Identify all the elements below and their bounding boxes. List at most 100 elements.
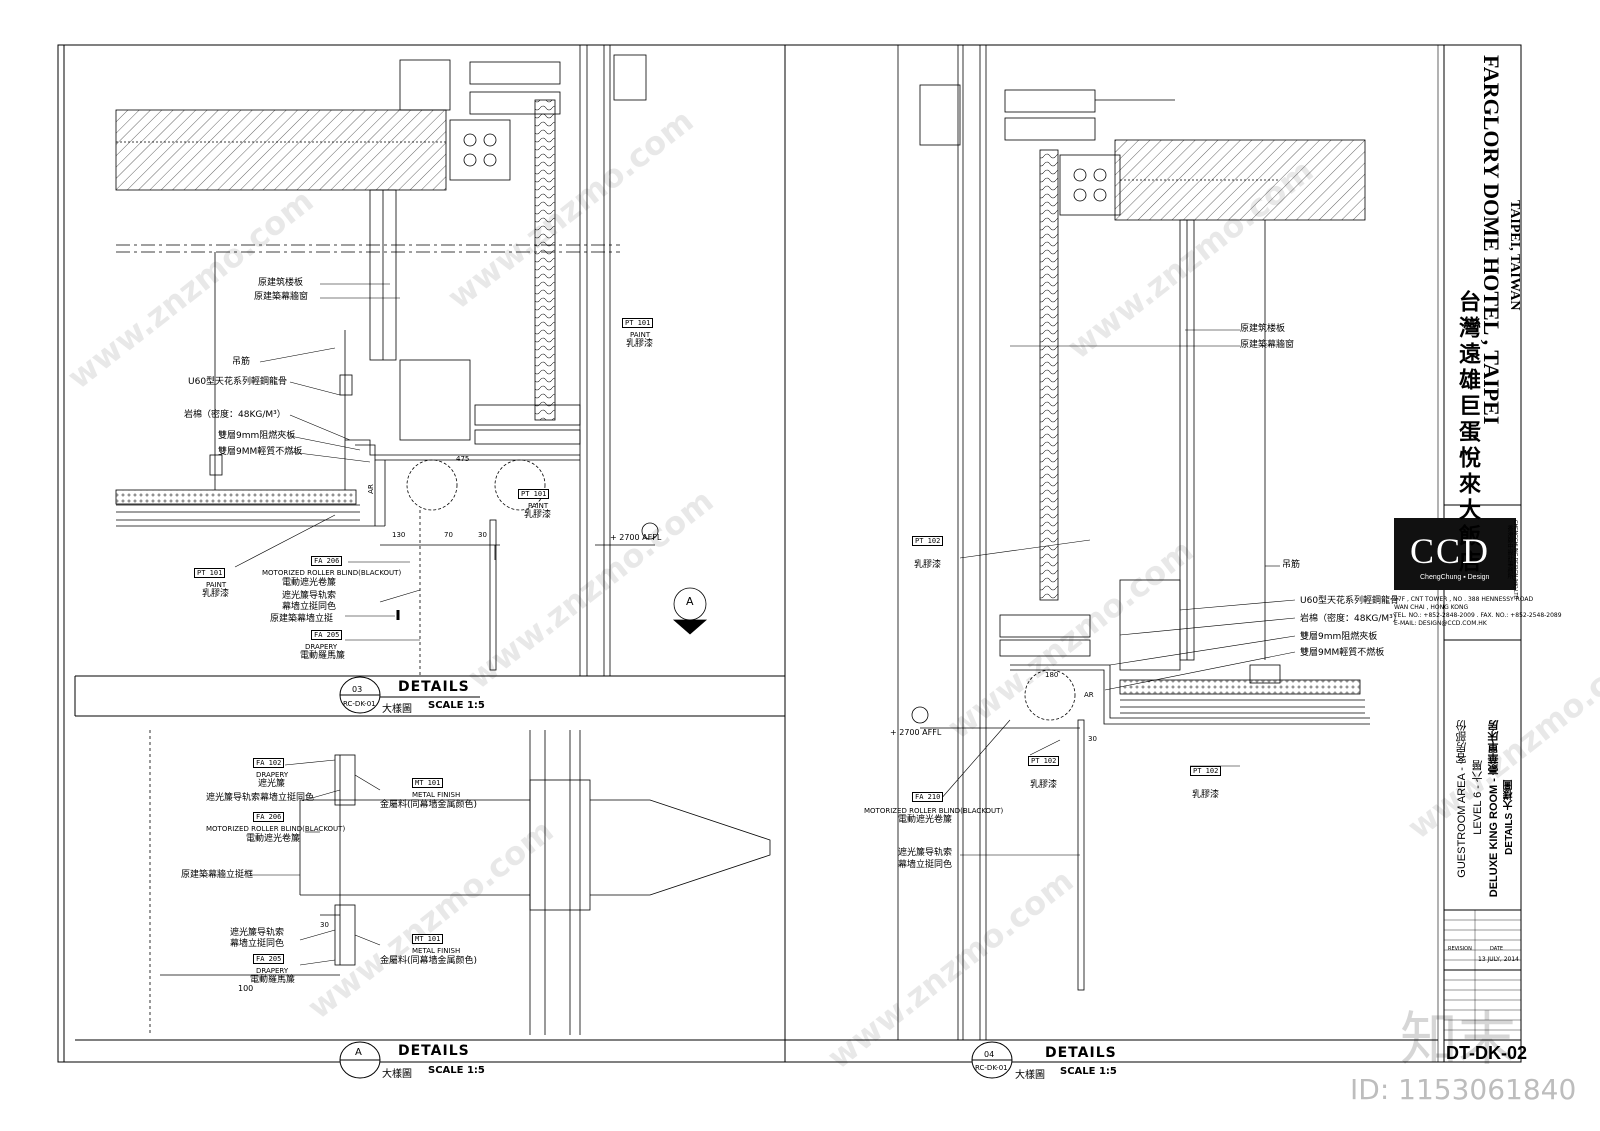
dim-30: 30 [478, 531, 487, 539]
label-curtain: 原建築幕牆窗 [254, 292, 309, 302]
drawing-level: LEVEL 6 - 六層 [1472, 760, 1484, 835]
tag-fa206: FA 206 [311, 556, 343, 566]
detail-04-zh: 大樣圖 [1015, 1070, 1045, 1081]
tag-fa210: FA 210 [912, 792, 944, 802]
label-track-combo: 遮光簾导轨索幕墙立挺同色 [206, 793, 315, 803]
label-paint-zh: 乳膠漆 [202, 589, 230, 599]
tag-fa205: FA 205 [253, 954, 285, 964]
dim-130: 130 [392, 531, 406, 539]
firm-address-2: WAN CHAI , HONG KONG [1394, 604, 1469, 611]
tag-pt102: PT 102 [912, 536, 944, 546]
label-paint-zh: 乳膠漆 [524, 510, 552, 520]
label-rockwool: 岩棉（密度：48KG/M³） [1300, 614, 1402, 624]
label-blind: MOTORIZED ROLLER BLIND(BLACKOUT) [206, 825, 346, 833]
label-paint: PAINT [528, 502, 549, 510]
detail-a-title: DETAILS [398, 1043, 470, 1059]
date-label: DATE [1490, 946, 1504, 952]
label-drapery: DRAPERY [305, 643, 338, 651]
label-curtain: 原建築幕牆窗 [1240, 340, 1295, 350]
label-keel: U60型天花系列輕鋼龍骨 [188, 377, 288, 387]
label-drapery: DRAPERY [256, 967, 289, 975]
label-board2: 雙層9MM輕質不燃板 [218, 447, 303, 457]
label-board1: 雙層9mm阻燃夾板 [1300, 632, 1378, 642]
dim-70: 70 [444, 531, 453, 539]
watermark-logo: 知末 [1400, 1005, 1517, 1073]
label-hanger: 吊筋 [232, 357, 251, 367]
detail-04-title: DETAILS [1045, 1045, 1117, 1061]
label-mullion-frame: 原建築幕牆立挺框 [181, 870, 254, 880]
label-blind-zh: 電動遮光卷簾 [246, 834, 301, 844]
detail-04-ref: RC-DK-01 [975, 1064, 1008, 1072]
label-board1: 雙層9mm阻燃夾板 [218, 431, 296, 441]
hotel-name-zh: 台灣遠雄巨蛋悅來大飯店 [1456, 290, 1481, 576]
tag-pt101: PT 101 [622, 318, 654, 328]
detail-04-scale: SCALE 1:5 [1060, 1066, 1117, 1077]
detail-a-scale: SCALE 1:5 [428, 1065, 485, 1076]
firm-address-3: TEL. NO.: +852-2848-2009 . FAX. NO.: +85… [1394, 612, 1562, 619]
label-track2: 幕墙立挺同色 [230, 939, 285, 949]
rev-label: REVISION [1448, 946, 1472, 952]
label-hanger: 吊筋 [1282, 560, 1301, 570]
detail-03-zh: 大樣圖 [382, 704, 412, 715]
label-sheer-zh: 遮光簾 [258, 779, 286, 789]
detail-a-zh: 大樣圖 [382, 1069, 412, 1080]
label-blind-zh: 電動遮光卷簾 [898, 815, 953, 825]
detail-03-ref: RC-DK-01 [343, 700, 376, 708]
dim-ar: AR [366, 484, 375, 494]
sheet-number: DT-DK-02 [1446, 1043, 1528, 1063]
label-drapery: DRAPERY [256, 771, 289, 779]
tag-fa102: FA 102 [253, 758, 285, 768]
label-metal-zh: 金屬料(同幕墙金属颜色) [380, 956, 478, 966]
label-track2: 幕墙立挺同色 [282, 602, 337, 612]
label-metal: METAL FINISH [412, 947, 461, 955]
label-track: 遮光簾导轨索 [898, 848, 953, 858]
label-keel: U60型天花系列輕鋼龍骨 [1300, 596, 1400, 606]
tag-pt102: PT 102 [1190, 766, 1222, 776]
label-track: 遮光簾导轨索 [282, 591, 337, 601]
tag-fa206: FA 206 [253, 812, 285, 822]
label-drapery-zh: 電動羅馬簾 [250, 975, 296, 985]
label-paint: PAINT [206, 581, 227, 589]
label-drapery-zh: 電動羅馬簾 [300, 651, 346, 661]
section-mark-a: A [686, 595, 694, 608]
tag-pt101: PT 101 [194, 568, 226, 578]
drawing-date: 13 JULY, 2014 [1478, 956, 1519, 963]
detail-03-num: 03 [352, 685, 363, 694]
label-rockwool: 岩棉（密度：48KG/M³） [184, 410, 286, 420]
firm-address-4: E-MAIL: DESIGN@CCD.COM.HK [1394, 620, 1487, 627]
firm-name-zh: 香港鄭中設計事務所 [1506, 525, 1512, 579]
label-track: 遮光簾导轨索 [230, 928, 285, 938]
firm-logo: CCD [1410, 531, 1491, 571]
hotel-name-en: FARGLORY DOME HOTEL , TAIPEI [1479, 55, 1504, 425]
label-slab: 原建筑楼板 [258, 278, 304, 288]
dim-100: 100 [238, 984, 254, 993]
label-paint-zh: 乳膠漆 [626, 339, 654, 349]
label-mullion: 原建築幕墙立挺 [270, 614, 334, 624]
label-blind-zh: 電動遮光卷簾 [282, 578, 337, 588]
label-paint: PAINT [630, 331, 651, 339]
label-metal: METAL FINISH [412, 791, 461, 799]
firm-name-en: CHENGCHUNG DESIGN (HK) LTD. [1512, 520, 1518, 601]
dim-30: 30 [320, 921, 329, 929]
dim-30: 30 [1088, 735, 1097, 743]
detail-03-scale: SCALE 1:5 [428, 700, 485, 711]
drawing-room: DELUXE KING ROOM - 豪華單床房 [1488, 720, 1500, 898]
label-blind: MOTORIZED ROLLER BLIND(BLACKOUT) [262, 569, 402, 577]
dim-ar: AR [1084, 691, 1094, 699]
drawing-type: DETAILS 大樣圖 [1504, 780, 1515, 855]
dim-475: 475 [456, 455, 470, 463]
detail-03-title: DETAILS [398, 679, 470, 695]
label-board2: 雙層9MM輕質不燃板 [1300, 648, 1385, 658]
drawing-area: GUESTROOM AREA - 客房部份 [1456, 720, 1468, 878]
detail-a-num: A [355, 1047, 362, 1058]
tag-pt101: PT 101 [518, 489, 550, 499]
detail-04-num: 04 [984, 1050, 995, 1059]
label-metal-zh: 金屬料(同幕墙金属颜色) [380, 800, 478, 810]
hotel-city: TAIPEI, TAIWAN [1507, 200, 1522, 311]
tag-pt102: PT 102 [1028, 756, 1060, 766]
label-paint-zh: 乳膠漆 [1192, 790, 1220, 800]
dim-180: 180 [1045, 671, 1059, 679]
label-paint-zh: 乳膠漆 [914, 560, 942, 570]
tag-mt101: MT 101 [412, 778, 444, 788]
